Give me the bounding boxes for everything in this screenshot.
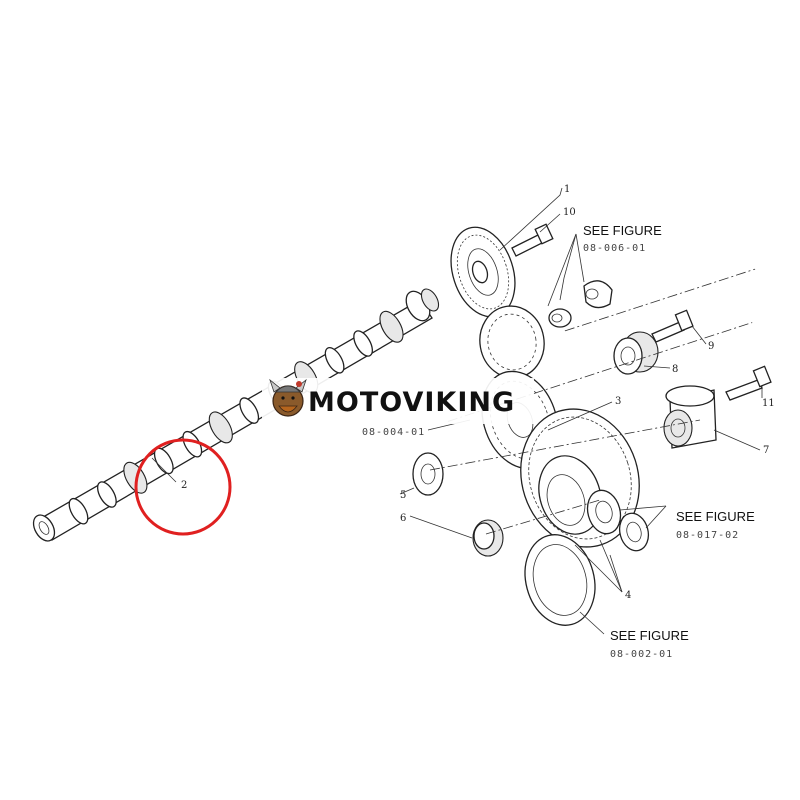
see-figure-3: SEE FIGURE 08-017-02 xyxy=(619,505,755,541)
callout-9-label: 9 xyxy=(708,341,714,352)
camshaft-lobe xyxy=(353,330,374,357)
callout-6: 6 xyxy=(400,513,473,539)
callout-2: 2 xyxy=(151,457,187,491)
callout-4: 4 xyxy=(574,539,631,601)
seal-6 xyxy=(472,519,504,557)
callout-9: 9 xyxy=(691,325,714,352)
camshaft-lobe xyxy=(182,430,203,458)
washer-5 xyxy=(412,452,444,496)
see-figure-1-label: SEE FIGURE xyxy=(583,223,662,238)
callout-4-label: 4 xyxy=(625,590,631,601)
brand-watermark: MOTOVIKING xyxy=(262,378,534,424)
see-figure-4: SEE FIGURE 08-002-01 xyxy=(579,611,689,660)
callout-7: 7 xyxy=(713,429,769,456)
callout-10-label: 10 xyxy=(563,207,576,218)
highlight-circle xyxy=(134,438,232,536)
camshaft-lobe xyxy=(239,397,260,424)
callout-5: 5 xyxy=(399,487,415,501)
bushing-small xyxy=(548,308,572,328)
see-figure-4-ref: 08-002-01 xyxy=(610,649,673,660)
bushing-cap xyxy=(583,280,613,309)
brand-name: MOTOVIKING xyxy=(308,387,515,418)
camshaft-journal xyxy=(379,310,404,343)
bushing-8 xyxy=(613,331,659,375)
callout-11: 11 xyxy=(761,386,775,409)
see-figure-1-ref: 08-006-01 xyxy=(583,243,646,254)
see-figure-2-ref: 08-004-01 xyxy=(362,427,425,438)
see-figure-4-label: SEE FIGURE xyxy=(610,628,689,643)
see-figure-3-label: SEE FIGURE xyxy=(676,509,755,524)
sleeve-7 xyxy=(663,385,717,449)
bolt-9 xyxy=(651,309,694,343)
callout-6-label: 6 xyxy=(400,513,406,524)
bolt-10 xyxy=(511,223,554,257)
camshaft-lobe xyxy=(324,347,345,374)
callout-3-label: 3 xyxy=(615,396,621,407)
callout-3: 3 xyxy=(547,396,621,431)
callout-10: 10 xyxy=(539,207,576,233)
camshaft-lobe xyxy=(68,497,89,525)
callout-11-label: 11 xyxy=(762,398,775,409)
camshaft-journal xyxy=(123,461,148,494)
pinion-gears xyxy=(586,489,650,552)
callout-8-label: 8 xyxy=(672,364,678,375)
alignment-lines xyxy=(429,268,756,535)
ring-gear-lower xyxy=(524,534,596,626)
callout-1-label: 1 xyxy=(564,184,570,195)
callout-8: 8 xyxy=(643,364,678,375)
camshaft-journal xyxy=(208,411,233,444)
cam-gear-upper xyxy=(450,226,516,318)
callout-5-label: 5 xyxy=(400,490,406,501)
bolt-11 xyxy=(725,365,772,401)
callout-7-label: 7 xyxy=(763,445,769,456)
callout-1: 1 xyxy=(499,184,570,251)
camshaft-lobe xyxy=(96,481,117,508)
viking-logo-icon xyxy=(269,378,307,417)
see-figure-3-ref: 08-017-02 xyxy=(676,530,739,541)
see-figure-1: SEE FIGURE 08-006-01 xyxy=(547,223,662,307)
callout-2-label: 2 xyxy=(181,480,187,491)
